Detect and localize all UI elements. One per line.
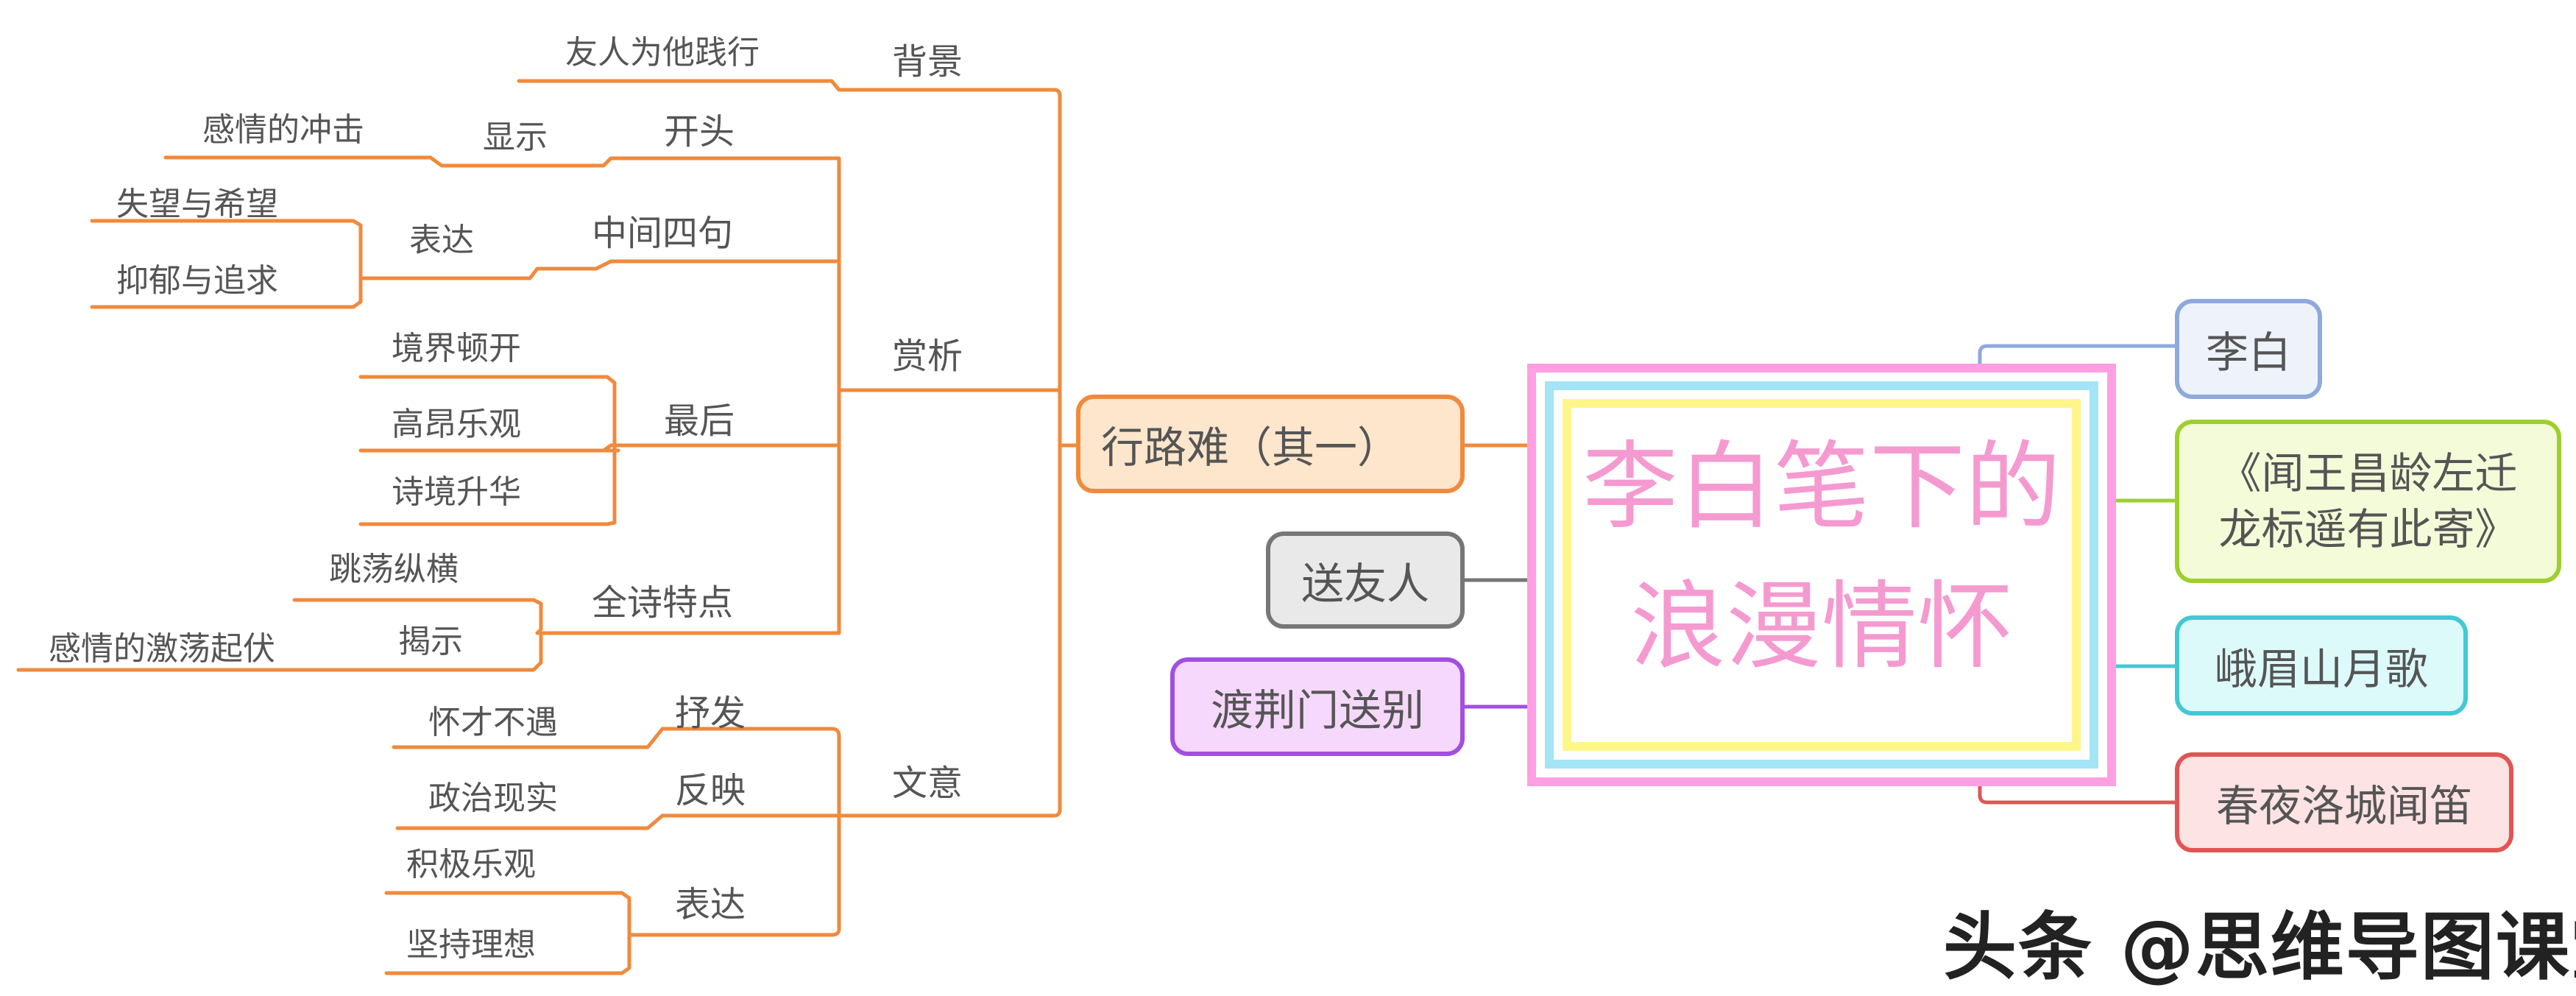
node-jieshi[interactable]: 揭示: [398, 623, 463, 660]
branch-beijing[interactable]: 背景: [891, 41, 963, 82]
topic-wenwang-line1: 《闻王昌龄左迁: [2218, 448, 2518, 498]
leaf-jingjie[interactable]: 境界顿开: [392, 330, 521, 367]
topic-xinglunan[interactable]: 行路难（其一）: [1076, 395, 1465, 493]
center-title-line1: 李白笔下的: [1582, 431, 2061, 543]
leaf-shiwang[interactable]: 失望与希望: [116, 186, 278, 223]
node-zhongjian[interactable]: 中间四句: [591, 213, 734, 254]
center-frame-inner: [1563, 399, 2081, 751]
node-kaitou[interactable]: 开头: [663, 111, 735, 152]
node-biaoda-1[interactable]: 表达: [409, 222, 474, 259]
node-fanying[interactable]: 反映: [674, 770, 746, 811]
leaf-tiaodang[interactable]: 跳荡纵横: [329, 551, 459, 588]
leaf-youren[interactable]: 友人为他践行: [565, 34, 760, 71]
center-node[interactable]: 李白笔下的 浪漫情怀: [1527, 364, 2116, 786]
node-shufa[interactable]: 抒发: [674, 693, 746, 734]
leaf-huaicai[interactable]: 怀才不遇: [428, 704, 558, 741]
topic-songyouren[interactable]: 送友人: [1266, 531, 1465, 629]
node-xianshi[interactable]: 显示: [483, 119, 548, 156]
topic-dujingmen[interactable]: 渡荆门送别: [1170, 657, 1465, 756]
branch-wenyi[interactable]: 文意: [891, 763, 963, 804]
leaf-shijing[interactable]: 诗境升华: [392, 473, 521, 511]
topic-wenwang[interactable]: 《闻王昌龄左迁 龙标遥有此寄》: [2175, 420, 2561, 583]
leaf-gaoang[interactable]: 高昂乐观: [392, 406, 521, 443]
topic-libai[interactable]: 李白: [2175, 299, 2322, 399]
node-tedian[interactable]: 全诗特点: [591, 582, 734, 624]
topic-emei[interactable]: 峨眉山月歌: [2175, 615, 2468, 716]
center-title: 李白笔下的 浪漫情怀: [1536, 417, 2107, 696]
branch-shangxi[interactable]: 赏析: [891, 336, 963, 377]
node-zuihou[interactable]: 最后: [663, 400, 735, 442]
leaf-jianchi[interactable]: 坚持理想: [406, 926, 536, 964]
topic-wenwang-line2: 龙标遥有此寄》: [2218, 504, 2518, 554]
center-title-line2: 浪漫情怀: [1630, 571, 2013, 682]
leaf-jidang[interactable]: 感情的激荡起伏: [49, 630, 275, 668]
leaf-yiyu[interactable]: 抑郁与追求: [116, 262, 278, 300]
topic-chunye[interactable]: 春夜洛城闻笛: [2175, 752, 2513, 852]
leaf-jiji[interactable]: 积极乐观: [406, 846, 536, 883]
node-biaoda-2[interactable]: 表达: [674, 884, 746, 925]
leaf-ganqing-chongji[interactable]: 感情的冲击: [202, 111, 364, 149]
watermark: 头条 @思维导图课堂: [1943, 904, 2576, 990]
leaf-zhengzhi[interactable]: 政治现实: [428, 780, 558, 817]
center-frame-middle: [1545, 381, 2098, 769]
